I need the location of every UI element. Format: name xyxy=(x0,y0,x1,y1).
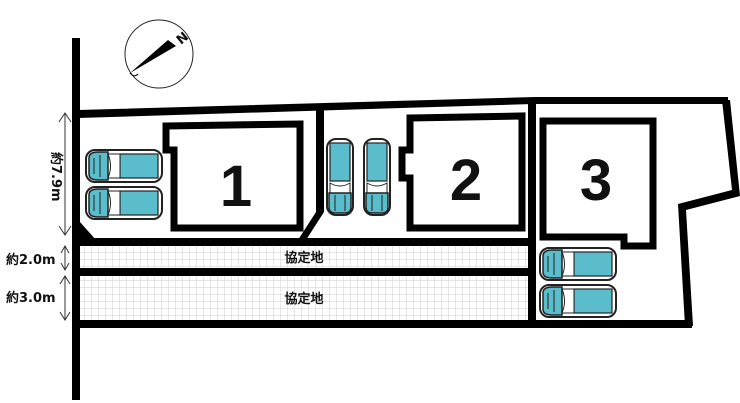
lot-divider-1-2 xyxy=(298,108,324,240)
parking-car-icon xyxy=(326,138,354,216)
parking-car-icon xyxy=(85,149,163,183)
easement-upper xyxy=(80,246,528,268)
lot-1-number: 1 xyxy=(220,154,252,219)
depth-dimension-label: 約7.9m xyxy=(48,152,64,202)
lot-2-number: 2 xyxy=(450,148,482,213)
easement-upper-label: 協定地 xyxy=(284,250,323,266)
lot-divider-2-3 xyxy=(528,100,536,240)
lot1-corner xyxy=(80,222,96,240)
parking-car-icon xyxy=(539,284,617,318)
easement-lower-label: 協定地 xyxy=(284,291,323,307)
lot-3-number: 3 xyxy=(580,148,612,213)
site-top-boundary xyxy=(78,97,728,118)
site-bottom-boundary xyxy=(78,320,692,328)
site-right-boundary xyxy=(678,100,740,326)
upper-road-width-label: 約2.0m xyxy=(6,252,56,268)
lot-3[interactable]: 3 xyxy=(539,117,657,250)
lower-road-dimension-arrow-icon xyxy=(59,275,71,321)
lower-road-width-label: 約3.0m xyxy=(6,290,56,306)
easement-divider xyxy=(78,268,536,276)
depth-dimension-arrow-icon xyxy=(58,112,72,236)
easement-lower xyxy=(80,276,528,320)
easement-upper-edge xyxy=(78,238,536,246)
lot-2[interactable]: 2 xyxy=(398,112,526,232)
parking-car-icon xyxy=(363,138,391,216)
north-compass-icon: N xyxy=(124,19,194,89)
left-road-edge xyxy=(72,38,80,400)
upper-road-dimension-arrow-icon xyxy=(60,244,70,272)
parking-car-icon xyxy=(539,247,617,281)
lot-1[interactable]: 1 xyxy=(162,120,304,232)
easement-right-edge xyxy=(528,238,536,328)
parking-car-icon xyxy=(85,186,163,220)
